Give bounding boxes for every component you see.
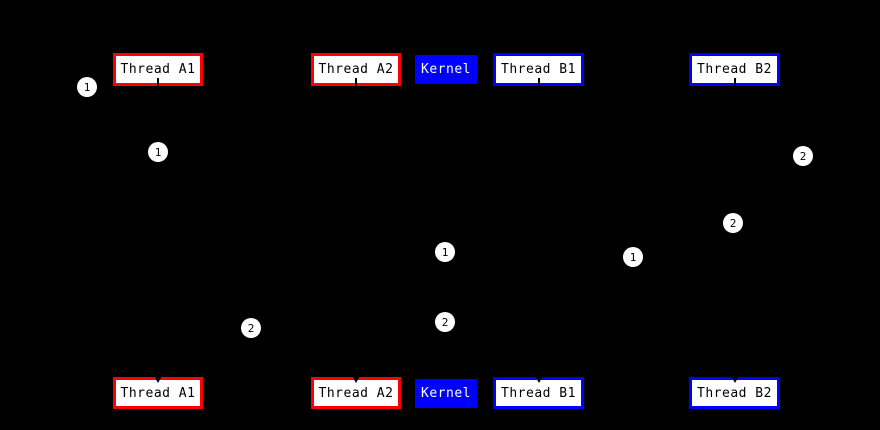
node-label: Kernel: [421, 386, 471, 401]
node-label: Thread A1: [120, 385, 196, 401]
node-label: Thread A1: [120, 62, 196, 77]
node-label: Thread B1: [501, 62, 576, 77]
step-marker-2: 2: [241, 318, 261, 338]
node-label: Thread B1: [501, 385, 576, 401]
step-marker-2: 2: [793, 146, 813, 166]
step-marker-2: 2: [723, 213, 743, 233]
edge-stub: [733, 78, 736, 87]
edge-stub: [157, 78, 159, 87]
step-marker-1: 1: [623, 247, 643, 267]
node-label: Thread A2: [318, 62, 394, 77]
node-thread-a2-bottom: Thread A2: [311, 376, 401, 409]
step-marker-2: 2: [435, 312, 455, 332]
node-label: Thread B2: [697, 62, 772, 77]
node-thread-a1-bottom: Thread A1: [113, 376, 203, 409]
step-marker-1: 1: [148, 142, 168, 162]
node-thread-a1-top: Thread A1: [113, 53, 203, 87]
node-kernel-bottom: Kernel: [415, 379, 477, 408]
edge-stub: [355, 78, 357, 87]
node-thread-b1-top: Thread B1: [493, 53, 584, 87]
arrowhead-icon: [154, 376, 162, 383]
node-thread-a2-top: Thread A2: [311, 53, 401, 87]
edge-stub: [537, 78, 540, 87]
node-label: Kernel: [421, 62, 471, 77]
step-marker-1: 1: [77, 77, 97, 97]
arrowhead-icon: [352, 376, 360, 383]
node-label: Thread A2: [318, 385, 394, 401]
node-thread-b1-bottom: Thread B1: [493, 376, 584, 409]
arrowhead-icon: [534, 376, 543, 383]
node-thread-b2-top: Thread B2: [689, 53, 780, 87]
node-label: Thread B2: [697, 385, 772, 401]
node-thread-b2-bottom: Thread B2: [689, 376, 780, 409]
step-marker-1: 1: [435, 242, 455, 262]
node-kernel-top: Kernel: [415, 55, 477, 84]
arrowhead-icon: [730, 376, 739, 383]
